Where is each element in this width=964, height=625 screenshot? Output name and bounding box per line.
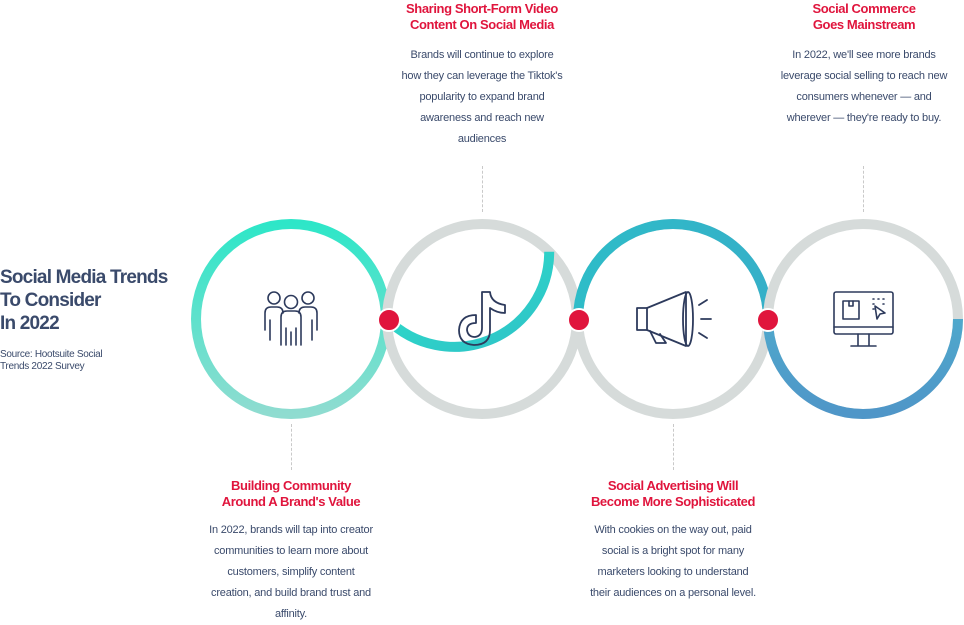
trend-3-heading: Social Advertising Will Become More Soph… [553, 478, 793, 510]
ring-4 [763, 219, 963, 419]
tiktok-icon [458, 291, 506, 346]
trend-4-heading-line: Social Commerce [812, 1, 916, 16]
trend-2-heading: Sharing Short-Form Video Content On Soci… [362, 1, 602, 33]
trend-1-description-line: In 2022, brands will tap into creator [209, 524, 373, 536]
community-people-icon [264, 291, 318, 346]
connector-line-2 [482, 166, 483, 212]
source-note-line: Trends 2022 Survey [0, 361, 85, 372]
trend-3-heading-line: Social Advertising Will [607, 478, 739, 493]
connector-dot-1 [377, 308, 401, 332]
connector-dot-3 [756, 308, 780, 332]
source-note-line: Source: Hootsuite Social [0, 349, 103, 360]
trend-2-description-line: how they can leverage the Tiktok's [401, 70, 563, 82]
trend-4-description-line: consumers whenever — and [796, 91, 932, 103]
shopping-monitor-icon [833, 291, 894, 347]
trend-3-description-line: social is a bright spot for many [601, 545, 745, 557]
trend-4-heading: Social Commerce Goes Mainstream [744, 1, 964, 33]
trend-1-description-line: affinity. [274, 608, 308, 620]
trend-4-description-line: In 2022, we'll see more brands [792, 49, 936, 61]
trend-3-description: With cookies on the way out, paid social… [553, 520, 793, 604]
trend-1-heading-line: Building Community [231, 478, 351, 493]
trend-4-description: In 2022, we'll see more brands leverage … [744, 45, 964, 129]
trend-2-description: Brands will continue to explore how they… [362, 45, 602, 150]
trend-1-description-line: customers, simplify content [227, 566, 355, 578]
source-note: Source: Hootsuite Social Trends 2022 Sur… [0, 349, 130, 373]
trend-2-heading-line: Content On Social Media [410, 17, 554, 32]
trend-3-description-line: their audiences on a personal level. [590, 587, 756, 599]
page-title: Social Media Trends To Consider In 2022 [0, 266, 190, 335]
trend-4-description-line: leverage social selling to reach new [780, 70, 948, 82]
trend-2-description-line: awareness and reach new [420, 112, 544, 124]
trend-2-description-line: audiences [457, 133, 507, 145]
page-title-line: Social Media Trends [0, 267, 168, 288]
page-title-line: In 2022 [0, 313, 60, 334]
page-title-line: To Consider [0, 290, 101, 311]
connector-dot-2 [567, 308, 591, 332]
trend-4-description-line: wherever — they're ready to buy. [786, 112, 942, 124]
connector-line-3 [673, 424, 674, 470]
ring-3 [573, 219, 773, 419]
connector-line-4 [863, 166, 864, 212]
trend-1-description: In 2022, brands will tap into creator co… [171, 520, 411, 625]
trend-1-heading-line: Around A Brand's Value [221, 494, 361, 509]
trend-2-heading-line: Sharing Short-Form Video [406, 1, 558, 16]
trend-4-heading-line: Goes Mainstream [812, 17, 916, 32]
trend-2-description-line: Brands will continue to explore [410, 49, 554, 61]
connector-line-1 [291, 424, 292, 470]
ring-1 [191, 219, 391, 419]
megaphone-icon [636, 291, 712, 347]
trend-3-description-line: marketers looking to understand [597, 566, 749, 578]
trend-1-description-line: communities to learn more about [214, 545, 368, 557]
trend-1-description-line: creation, and build brand trust and [211, 587, 371, 599]
trend-2-description-line: popularity to expand brand [419, 91, 545, 103]
trend-3-description-line: With cookies on the way out, paid [594, 524, 752, 536]
trend-3-heading-line: Become More Sophisticated [590, 494, 756, 509]
trend-1-heading: Building Community Around A Brand's Valu… [171, 478, 411, 510]
